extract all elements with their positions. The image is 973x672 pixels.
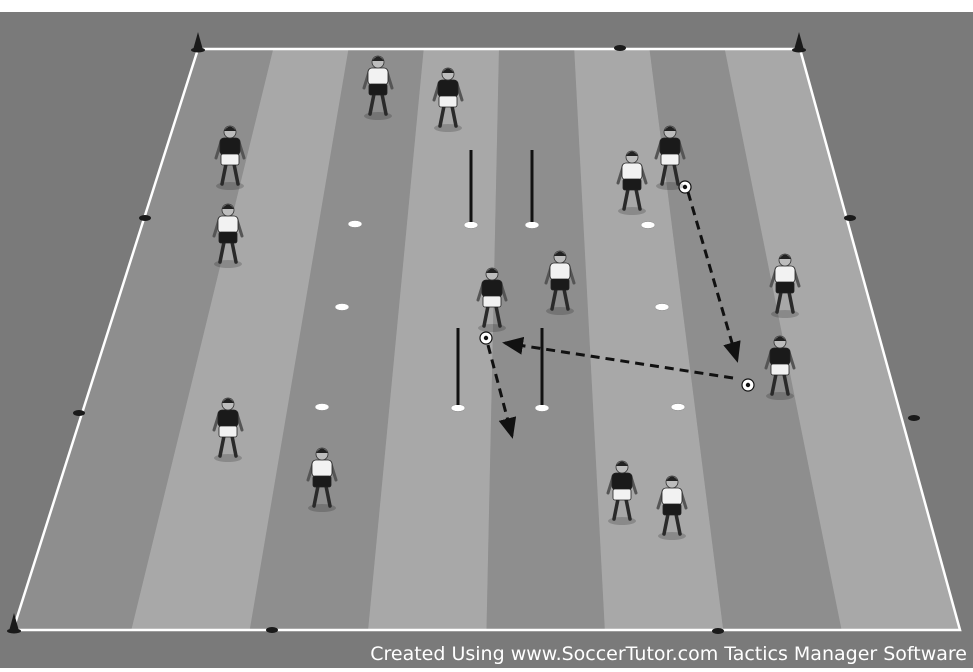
- black-disc-marker: [139, 215, 151, 221]
- credit-text: Created Using www.SoccerTutor.com Tactic…: [370, 640, 967, 668]
- white-disc-marker: [464, 222, 478, 229]
- black-disc-marker: [712, 628, 724, 634]
- white-disc-marker: [671, 404, 685, 411]
- white-disc-marker: [315, 404, 329, 411]
- white-disc-marker: [335, 304, 349, 311]
- black-disc-marker: [614, 45, 626, 51]
- ball: [480, 332, 492, 344]
- black-disc-marker: [266, 627, 278, 633]
- white-disc-marker: [655, 304, 669, 311]
- white-disc-marker: [451, 405, 465, 412]
- black-disc-marker: [908, 415, 920, 421]
- ball: [742, 379, 754, 391]
- white-disc-marker: [535, 405, 549, 412]
- top-margin: [0, 0, 973, 12]
- white-disc-marker: [348, 221, 362, 228]
- white-disc-marker: [641, 222, 655, 229]
- black-disc-marker: [844, 215, 856, 221]
- black-disc-marker: [73, 410, 85, 416]
- white-disc-marker: [525, 222, 539, 229]
